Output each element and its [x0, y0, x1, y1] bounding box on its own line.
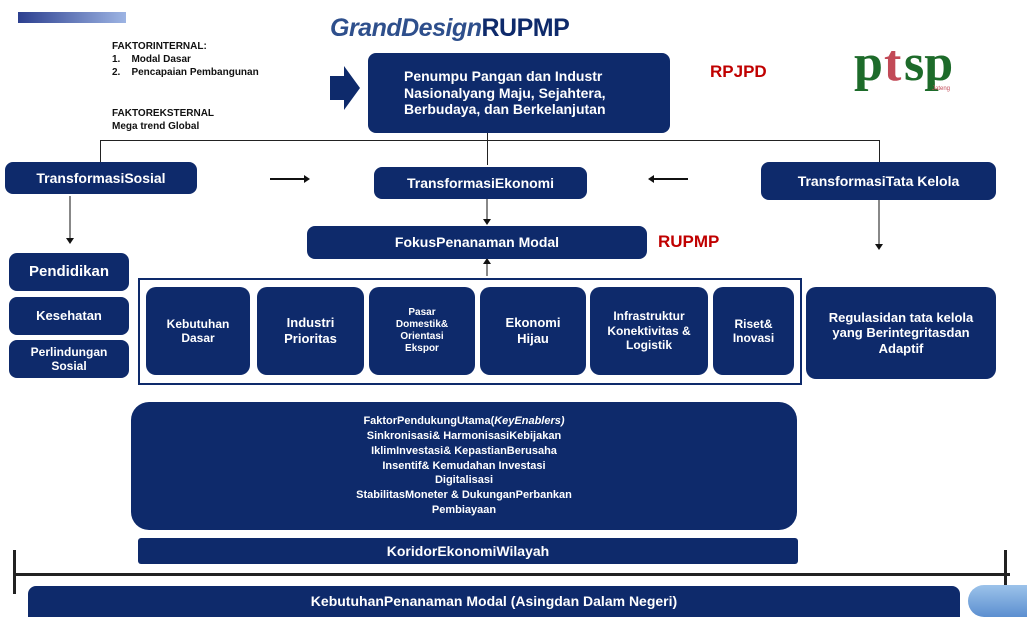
connector-right	[879, 140, 880, 162]
svg-text:sp: sp	[904, 36, 953, 92]
focus-item-infrastructure: Infrastruktur Konektivitas & Logistik	[590, 287, 708, 375]
governance-item: Regulasidan tata kelola yang Berintegrit…	[806, 287, 996, 379]
enabler-item: Sinkronisasi& HarmonisasiKebijakan	[366, 429, 562, 442]
external-factors-heading: FAKTOREKSTERNAL	[112, 108, 215, 119]
key-enablers-heading: FaktorPendukungUtama(KeyEnablers)	[363, 415, 565, 428]
external-factor-item: Mega trend Global	[112, 121, 200, 132]
page-title: GrandDesignRUPMP	[330, 14, 570, 42]
ptsp-logo: p t sp Jateng	[852, 35, 972, 96]
external-factors: FAKTOREKSTERNAL Mega trend Global	[112, 107, 312, 133]
focus-item-green-economy: Ekonomi Hijau	[480, 287, 586, 375]
corner-decoration	[968, 585, 1027, 617]
social-item-health: Kesehatan	[9, 297, 129, 335]
svg-text:t: t	[884, 36, 902, 92]
transform-economic: TransformasiEkonomi	[374, 167, 587, 199]
internal-factor-item: 1. Modal Dasar	[112, 54, 191, 65]
enabler-item: Insentif& Kemudahan Investasi	[382, 459, 546, 472]
transform-social: TransformasiSosial	[5, 162, 197, 194]
investment-needs-bar: KebutuhanPenanaman Modal (Asingdan Dalam…	[28, 586, 960, 617]
connector-left	[100, 140, 101, 162]
connector-center	[487, 133, 488, 165]
enabler-item: Pembiayaan	[431, 504, 497, 517]
arrow-down-icon	[483, 199, 491, 225]
arrow-left-icon	[648, 175, 688, 183]
focus-box: FokusPenanaman Modal	[307, 226, 647, 259]
connector-horizontal	[100, 140, 880, 141]
arrow-down-icon	[875, 200, 883, 250]
header-accent-bar	[18, 12, 126, 23]
timeline-start-tick	[13, 550, 16, 594]
focus-item-priority-industry: Industri Prioritas	[257, 287, 364, 375]
rupmp-label: RUPMP	[658, 232, 720, 251]
enabler-item: Digitalisasi	[434, 474, 494, 487]
block-arrow-icon	[330, 66, 360, 110]
focus-item-market: Pasar Domestik& Orientasi Ekspor	[369, 287, 475, 375]
corridor-bar: KoridorEkonomiWilayah	[138, 538, 798, 564]
ptsp-logo-icon: p t sp	[854, 35, 953, 92]
vision-box: Penumpu Pangan dan Industr Nasionalyang …	[368, 53, 670, 133]
focus-item-research: Riset& Inovasi	[713, 287, 794, 375]
logo-subtext: Jateng	[932, 86, 951, 92]
enabler-item: IklimInvestasi& KepastianBerusaha	[371, 444, 557, 457]
arrow-down-icon	[66, 196, 74, 244]
arrow-right-icon	[270, 175, 310, 183]
internal-factor-item: 2. Pencapaian Pembangunan	[112, 67, 259, 78]
timeline-line	[14, 573, 1010, 576]
key-enablers-box: FaktorPendukungUtama(KeyEnablers) Sinkro…	[131, 402, 797, 530]
timeline-end-tick	[1004, 550, 1007, 594]
social-item-education: Pendidikan	[9, 253, 129, 291]
social-item-protection: Perlindungan Sosial	[9, 340, 129, 378]
internal-factors: FAKTORINTERNAL: 1. Modal Dasar 2. Pencap…	[112, 40, 342, 79]
rpjpd-label: RPJPD	[710, 62, 767, 81]
transform-governance: TransformasiTata Kelola	[761, 162, 996, 200]
enabler-item: StabilitasMoneter & DukunganPerbankan	[356, 489, 572, 502]
internal-factors-heading: FAKTORINTERNAL:	[112, 41, 207, 52]
svg-text:p: p	[854, 36, 883, 92]
arrow-up-icon	[483, 258, 491, 276]
focus-item-basic-needs: Kebutuhan Dasar	[146, 287, 250, 375]
